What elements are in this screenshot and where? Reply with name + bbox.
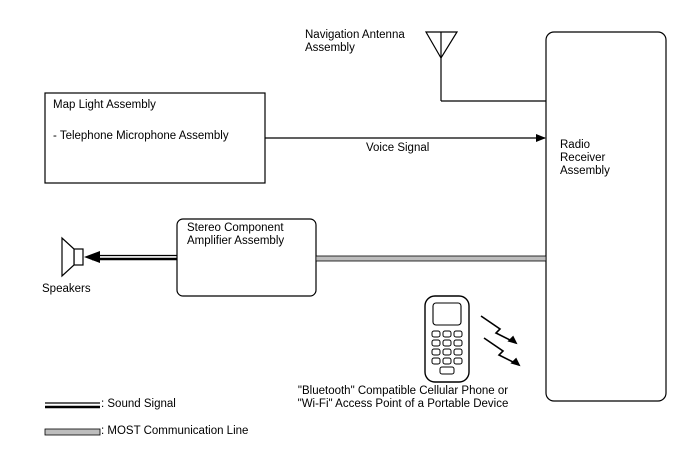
voice-signal-label: Voice Signal [366,142,430,154]
phone-label: "Bluetooth" Compatible Cellular Phone or… [297,385,509,410]
sound-signal-line [84,251,177,263]
speaker-icon [61,236,84,278]
cell-phone-icon [424,295,470,383]
legend-sound-label: : Sound Signal [101,398,176,410]
map-light-box [44,92,266,184]
antenna-icon [424,31,459,101]
radio-receiver-box [545,31,667,402]
legend-most-label: : MOST Communication Line [101,425,249,437]
legend-sound-swatch [45,402,100,409]
map-light-title: Map Light Assembly [53,99,156,111]
radio-receiver-label: Radio Receiver Assembly [560,139,610,177]
navigation-antenna-label: Navigation Antenna Assembly [305,29,405,54]
most-communication-line [315,255,547,262]
legend-most-swatch [44,428,101,436]
speakers-label: Speakers [42,283,91,295]
stereo-amplifier-label: Stereo Component Amplifier Assembly [187,222,285,247]
map-light-sub: - Telephone Microphone Assembly [53,130,229,142]
wireless-signal-icon [480,315,521,367]
